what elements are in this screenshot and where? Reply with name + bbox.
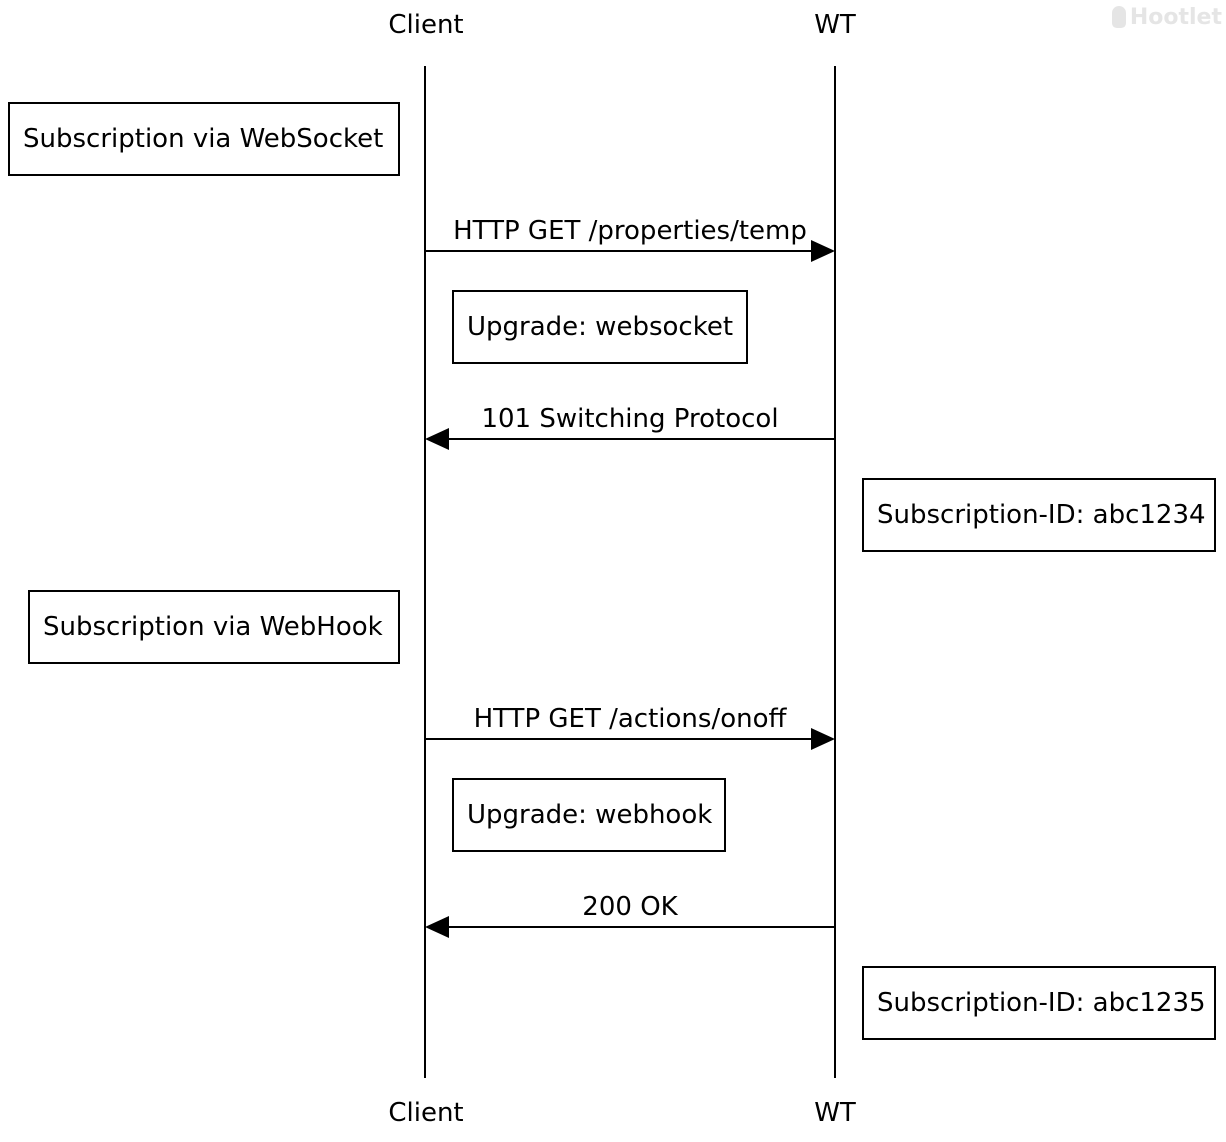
arrow-get-actions-head: [811, 728, 835, 750]
webhook-subscription-id-note: Subscription-ID: abc1235: [862, 966, 1216, 1040]
watermark-text: Hootlet: [1129, 4, 1222, 30]
wt-participant-bottom: WT: [814, 1098, 856, 1128]
ok-label: 200 OK: [582, 892, 678, 922]
arrow-switching-protocol-head: [425, 428, 449, 450]
client-participant-top: Client: [388, 10, 464, 40]
arrow-get-properties-head: [811, 240, 835, 262]
client-participant-bottom: Client: [388, 1098, 464, 1128]
arrow-ok-head: [425, 916, 449, 938]
websocket-upgrade-note: Upgrade: websocket: [452, 290, 748, 364]
switching-protocol-label: 101 Switching Protocol: [481, 404, 779, 434]
webhook-section-note: Subscription via WebHook: [28, 590, 400, 664]
owl-icon: [1112, 6, 1126, 28]
webhook-upgrade-note: Upgrade: webhook: [452, 778, 726, 852]
websocket-section-note: Subscription via WebSocket: [8, 102, 400, 176]
wt-participant-top: WT: [814, 10, 856, 40]
get-actions-label: HTTP GET /actions/onoff: [473, 704, 787, 734]
hootlet-watermark: Hootlet: [1112, 0, 1222, 34]
websocket-subscription-id-note: Subscription-ID: abc1234: [862, 478, 1216, 552]
get-properties-label: HTTP GET /properties/temp: [453, 216, 807, 246]
